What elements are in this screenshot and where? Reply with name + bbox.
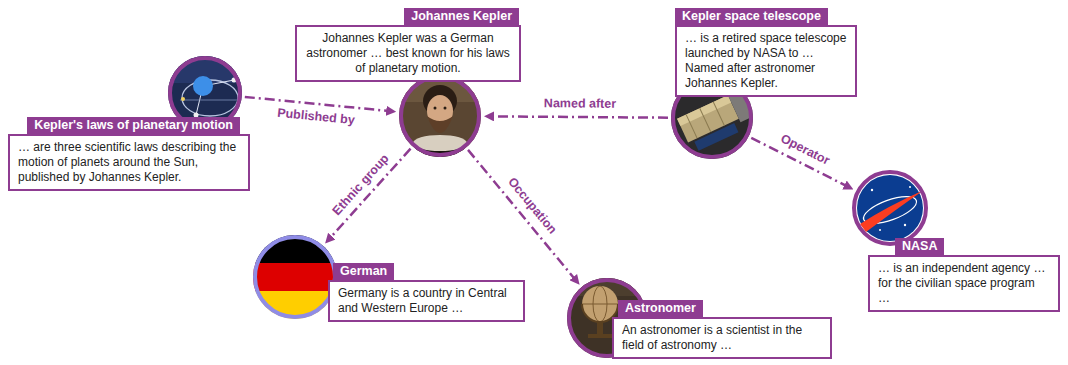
entity-circle bbox=[852, 170, 928, 246]
entity-title: Kepler space telescope bbox=[675, 8, 828, 25]
label-box: Kepler's laws of planetary motion… are t… bbox=[8, 117, 250, 191]
portrait-illustration bbox=[396, 72, 484, 192]
entity-description: An astronomer is a scientist in the fiel… bbox=[612, 317, 832, 359]
entity-title: Johannes Kepler bbox=[404, 8, 519, 25]
relation-arrow bbox=[468, 150, 575, 280]
relation-label: Published by bbox=[276, 106, 355, 129]
entity-circle bbox=[253, 235, 337, 319]
entity-title: Astronomer bbox=[618, 300, 703, 317]
relation-arrow bbox=[491, 116, 668, 117]
relation-label: Ethnic group bbox=[329, 151, 392, 218]
entity-node: NASA… is an independent agency … for the… bbox=[852, 170, 928, 246]
entity-title: NASA bbox=[895, 238, 944, 255]
entity-node: Johannes KeplerJohannes Kepler was a Ger… bbox=[399, 75, 481, 157]
relation-label: Named after bbox=[543, 96, 615, 112]
flag-illustration bbox=[250, 232, 340, 323]
relation-label: Occupation bbox=[504, 175, 559, 238]
circle-outline bbox=[255, 237, 335, 317]
entity-description: … is a retired space telescope launched … bbox=[675, 25, 857, 97]
entity-node: Kepler space telescope… is a retired spa… bbox=[671, 77, 753, 159]
label-box: NASA… is an independent agency … for the… bbox=[868, 238, 1060, 312]
entity-circle bbox=[399, 75, 481, 157]
circle-outline bbox=[401, 77, 479, 155]
entity-node: AstronomerAn astronomer is a scientist i… bbox=[567, 278, 647, 358]
entity-node: Kepler's laws of planetary motion… are t… bbox=[168, 56, 242, 130]
relation-arrow bbox=[330, 149, 411, 239]
circle-outline bbox=[854, 172, 926, 244]
label-box: AstronomerAn astronomer is a scientist i… bbox=[612, 300, 832, 359]
label-box: Johannes KeplerJohannes Kepler was a Ger… bbox=[295, 8, 521, 82]
label-box: Kepler space telescope… is a retired spa… bbox=[675, 8, 857, 97]
entity-node: GermanGermany is a country in Central an… bbox=[253, 235, 337, 319]
relation-label: Operator bbox=[778, 132, 832, 169]
entity-description: … are three scientific laws describing t… bbox=[8, 134, 250, 191]
entity-title: German bbox=[333, 263, 394, 280]
agency-emblem bbox=[850, 168, 930, 248]
label-box: GermanGermany is a country in Central an… bbox=[328, 263, 525, 322]
entity-description: Johannes Kepler was a German astronomer … bbox=[295, 25, 521, 82]
entity-description: Germany is a country in Central and West… bbox=[328, 280, 525, 322]
entity-title: Kepler's laws of planetary motion bbox=[27, 117, 240, 134]
entity-description: … is an independent agency … for the civ… bbox=[868, 255, 1060, 312]
